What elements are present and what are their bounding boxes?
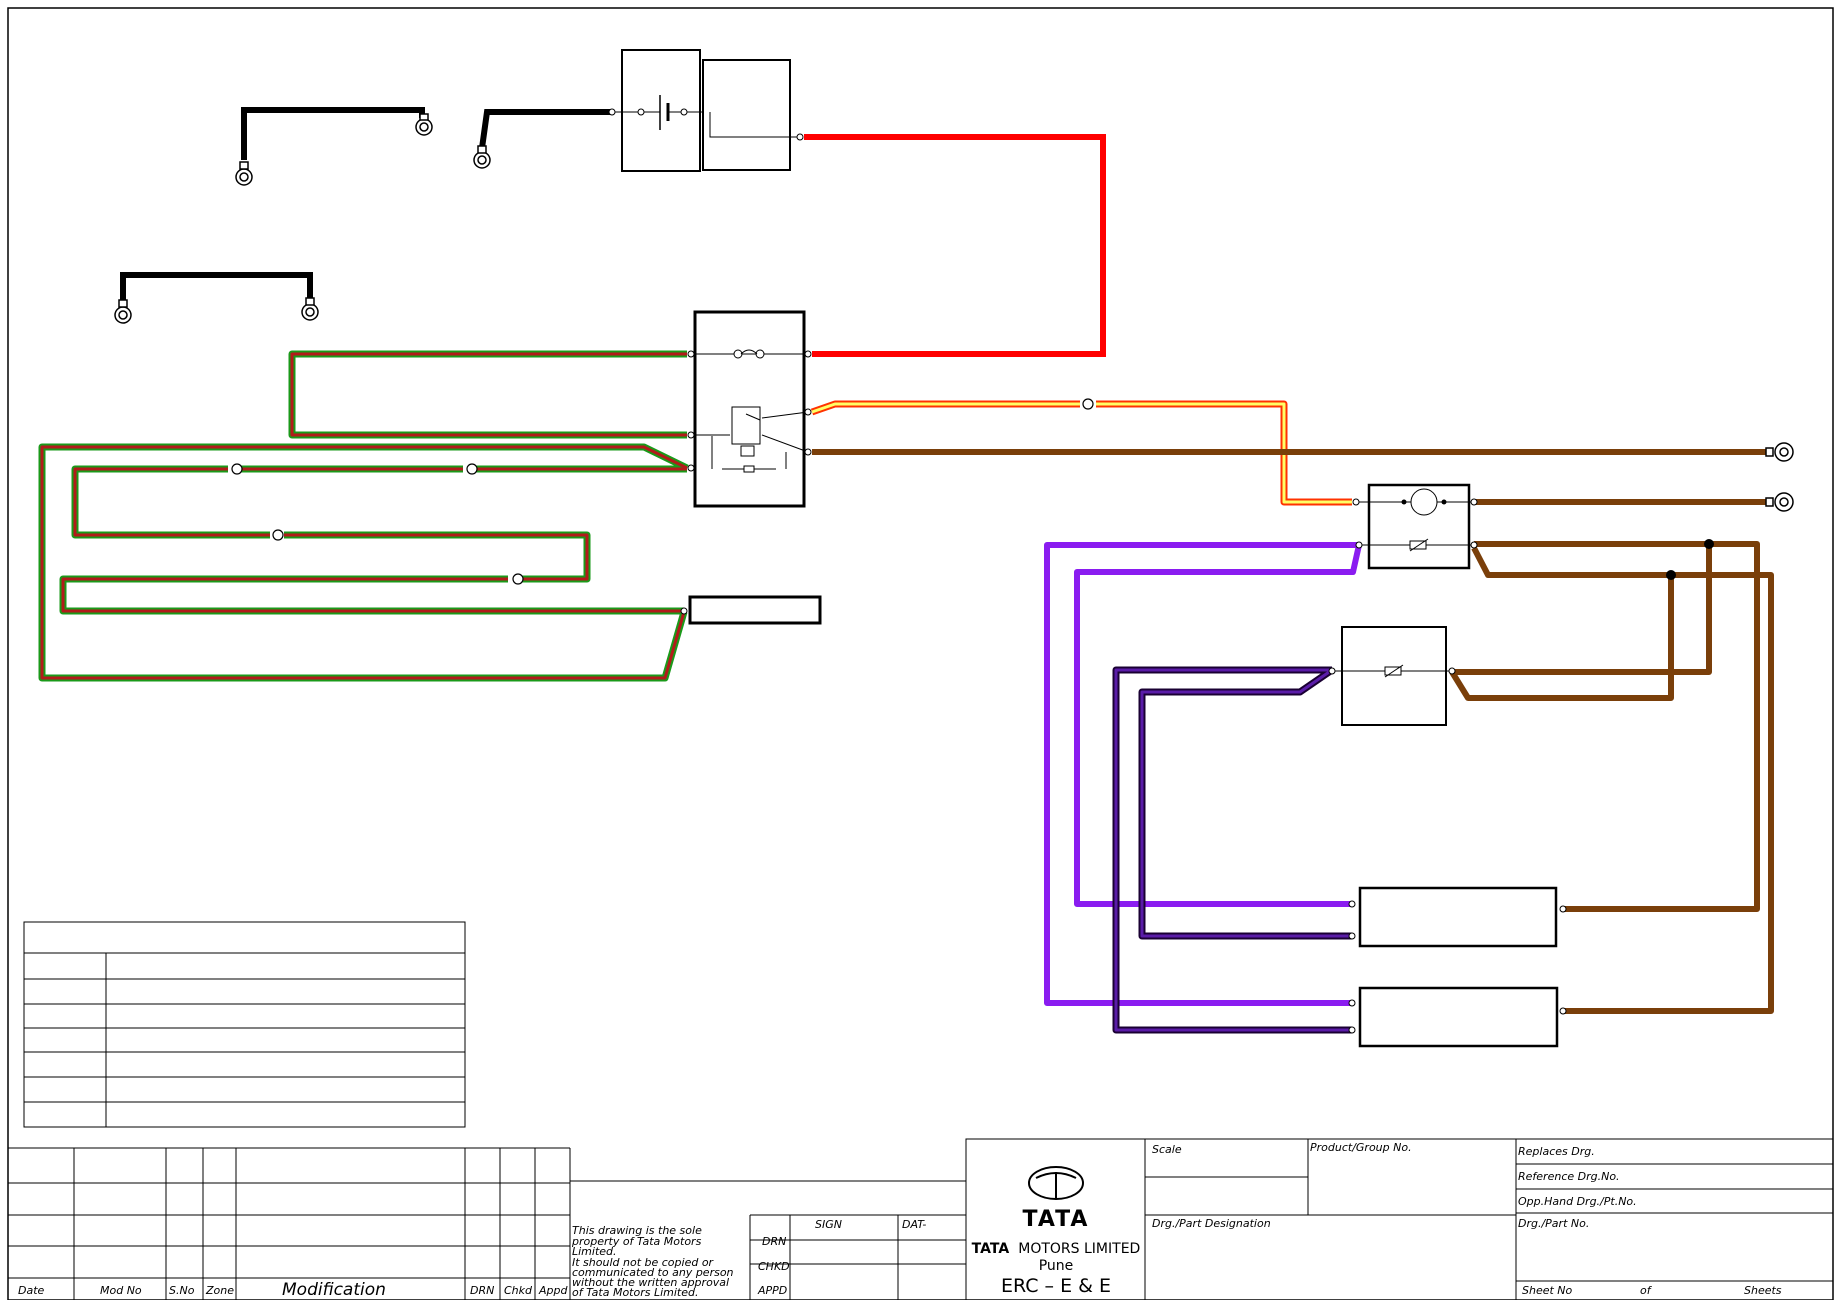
replaces-drg-label: Replaces Drg. (1518, 1145, 1595, 1158)
opp-hand-drg-label: Opp.Hand Drg./Pt.No. (1518, 1195, 1637, 1208)
company-name: TATA MOTORS LIMITED (972, 1238, 1141, 1257)
revision-header-zone: Zone (205, 1284, 234, 1297)
green-wire-harness (38, 350, 689, 682)
gauge-sender-module (1352, 483, 1478, 570)
connector-pin (680, 607, 688, 615)
svg-text:of Tata Motors Limited.: of Tata Motors Limited. (572, 1286, 698, 1299)
revision-header-drn: DRN (470, 1284, 494, 1297)
battery (608, 49, 710, 172)
company-city: Pune (1039, 1258, 1074, 1274)
dark-violet-wire-harness (1112, 666, 1352, 1034)
splice-point (1666, 539, 1714, 580)
approval-row-chkd: CHKD (758, 1260, 790, 1273)
ground-wire-3 (120, 272, 313, 300)
revision-header-modification: Modification (282, 1280, 386, 1300)
revision-header-chkd: Chkd (504, 1284, 533, 1297)
company-name-rest: MOTORS LIMITED (1018, 1241, 1140, 1257)
sheet-of-label: of (1640, 1284, 1653, 1297)
red-wire (804, 134, 1106, 357)
ring-terminal-icon (1765, 442, 1794, 512)
scale-label: Scale (1152, 1143, 1182, 1156)
connector-box (1348, 886, 1567, 948)
approval-date-label: DAT- (902, 1218, 926, 1231)
drg-part-designation-label: Drg./Part Designation (1152, 1217, 1271, 1230)
relay-module (687, 310, 812, 508)
svg-text:communicated to any person: communicated to any person (572, 1266, 734, 1279)
revision-header-s-no: S.No (169, 1284, 195, 1297)
sheets-label: Sheets (1744, 1284, 1782, 1297)
connector-box (1348, 986, 1567, 1048)
company-name-brand: TATA (972, 1241, 1010, 1257)
title-block (965, 1138, 1834, 1300)
approval-block (570, 1180, 966, 1300)
svg-text:Limited.: Limited. (572, 1245, 617, 1258)
connector-box (688, 595, 822, 625)
reference-drg-label: Reference Drg.No. (1518, 1170, 1620, 1183)
product-group-label: Product/Group No. (1310, 1141, 1412, 1154)
notes-table (23, 921, 466, 1128)
svg-text:without the written approval: without the written approval (572, 1276, 729, 1289)
tata-logo-wordmark: TATA (1023, 1207, 1090, 1232)
ground-wire-1 (241, 107, 425, 160)
inline-connector-icon (231, 398, 1094, 585)
disclaimer-text: This drawing is the sole property of Tat… (571, 1224, 734, 1299)
violet-wire-harness (1044, 542, 1362, 1006)
revision-header-mod-no: Mod No (100, 1284, 142, 1297)
department-label: ERC – E & E (1001, 1275, 1111, 1297)
ring-terminal-icon (114, 113, 491, 324)
drg-part-no-label: Drg./Part No. (1518, 1217, 1589, 1230)
revision-header-date: Date (18, 1284, 45, 1297)
revision-table (8, 1147, 571, 1300)
ground-wire-2 (479, 109, 612, 149)
brown-wire-harness (812, 449, 1774, 1014)
sheet-no-label: Sheet No (1522, 1284, 1573, 1297)
svg-text:This drawing is the sole: This drawing is the sole (572, 1224, 702, 1237)
svg-text:property of Tata Motors: property of Tata Motors (571, 1235, 702, 1248)
sensor-module (1328, 626, 1456, 726)
approval-row-drn: DRN (762, 1235, 786, 1248)
svg-text:It should not be copied or: It should not be copied or (572, 1256, 715, 1269)
battery-terminal-box (702, 59, 804, 171)
approval-sign-label: SIGN (815, 1218, 842, 1231)
drawing-frame (7, 7, 1834, 1300)
tata-logo-icon (1028, 1166, 1084, 1200)
approval-row-appd: APPD (757, 1284, 787, 1297)
revision-header-appd: Appd (538, 1284, 568, 1297)
